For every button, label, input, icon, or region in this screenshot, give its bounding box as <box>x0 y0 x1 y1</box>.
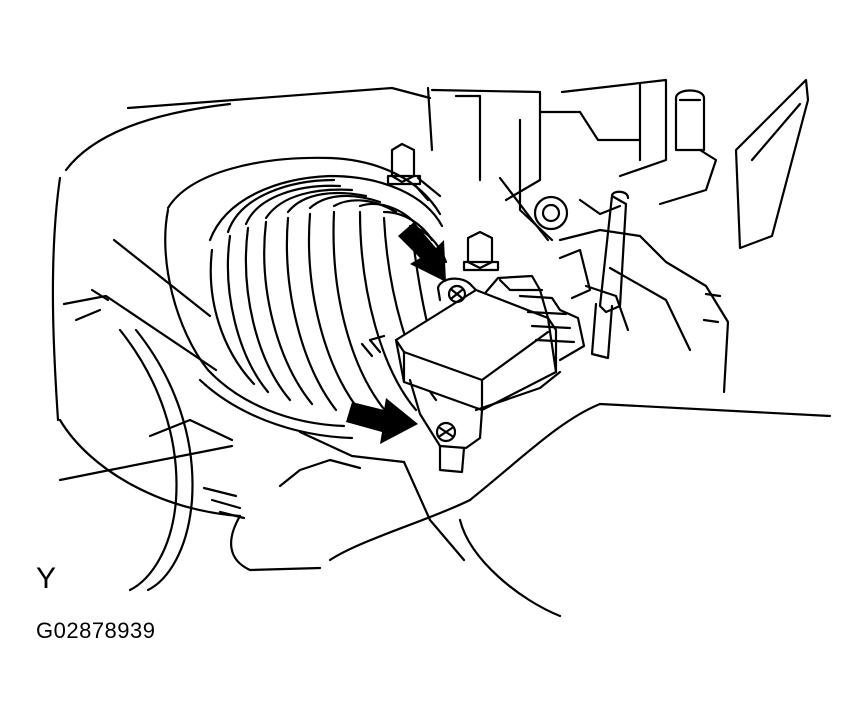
upper-screw <box>447 284 467 304</box>
mass-air-flow-meter <box>368 274 586 474</box>
air-cleaner-cover <box>58 238 832 618</box>
mounting-bolts <box>386 142 500 272</box>
engine-structure <box>51 78 810 422</box>
arrow-icon <box>398 222 446 282</box>
view-label: Y <box>36 562 57 595</box>
figure-code: G02878939 <box>36 618 156 643</box>
arrow-icon <box>346 398 418 444</box>
lower-screw <box>435 421 457 443</box>
